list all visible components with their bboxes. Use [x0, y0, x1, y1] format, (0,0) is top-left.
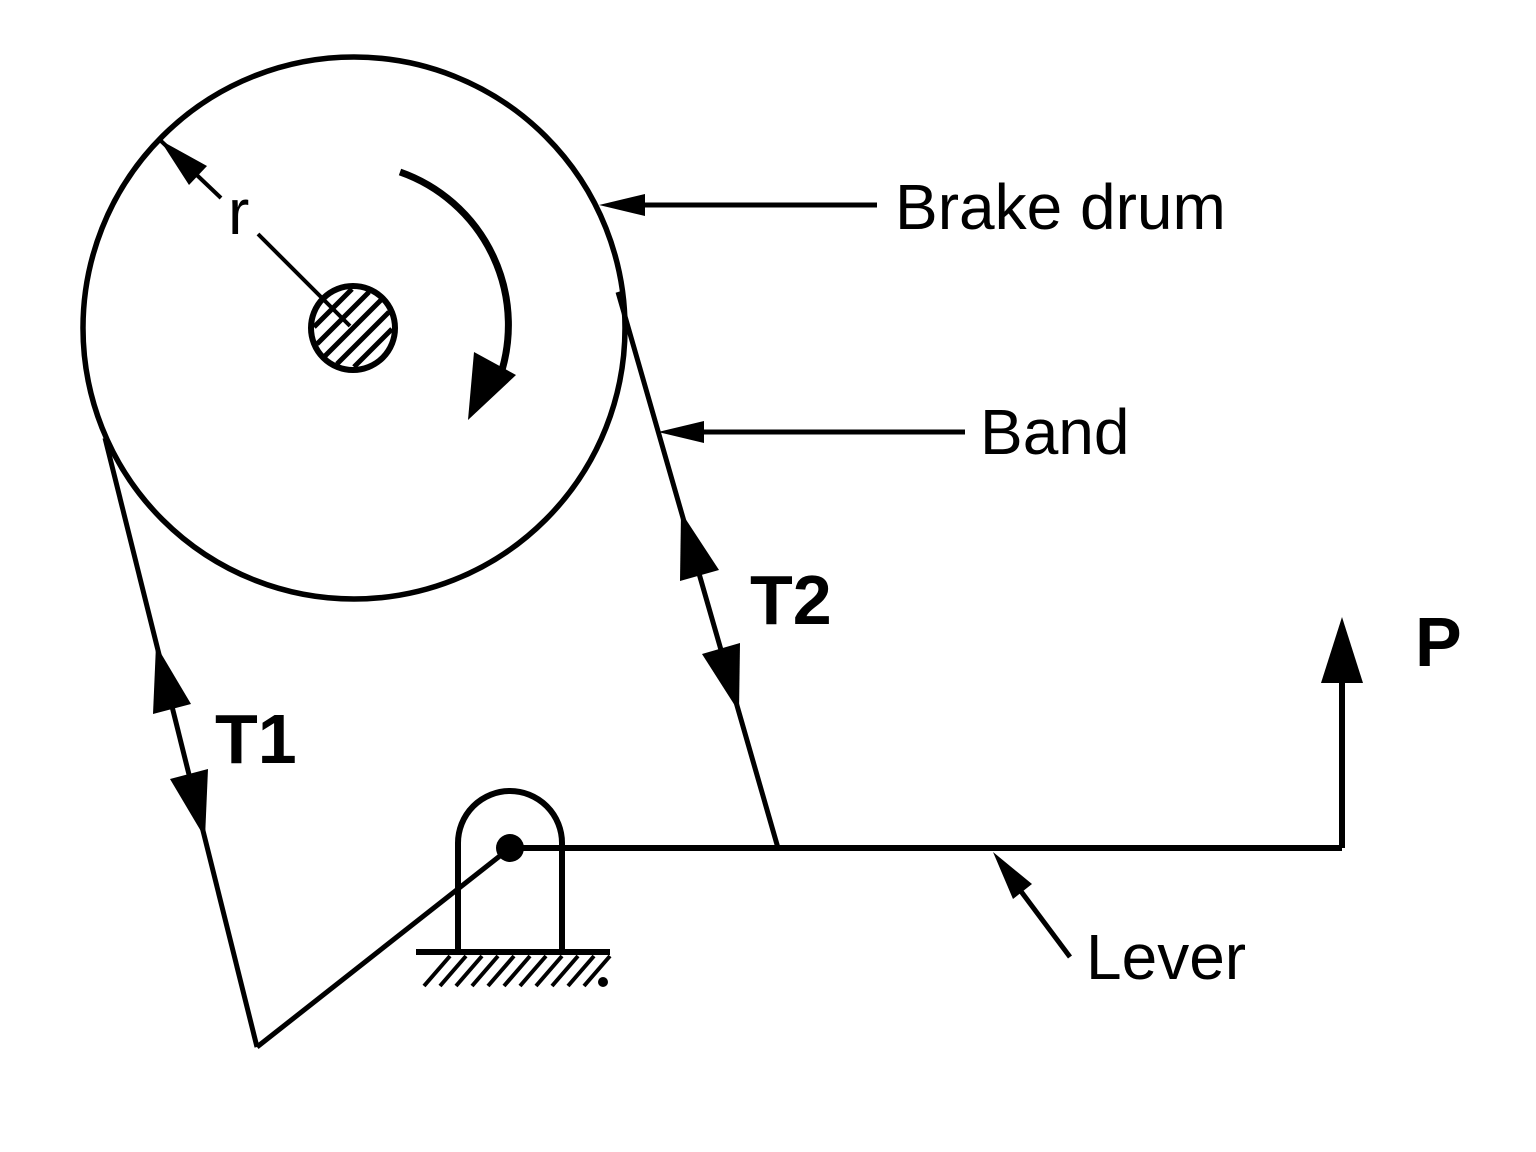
ground-dot	[598, 977, 608, 987]
lever-label: Lever	[1086, 921, 1247, 993]
pivot-pin	[496, 834, 524, 862]
t2-arrowhead-up	[680, 512, 719, 581]
pivot-support	[416, 788, 612, 988]
ground-hatch-line	[550, 954, 580, 988]
band-t1-segment	[102, 437, 260, 1048]
brake-drum-pointer	[599, 194, 877, 216]
ground-hatch-line	[534, 954, 564, 988]
brake-drum-label: Brake drum	[895, 171, 1226, 243]
lever-leader-arrowhead	[993, 852, 1032, 899]
band-left-line	[102, 437, 260, 1048]
radius-arrow	[158, 138, 352, 328]
tension-t1-label: T1	[215, 700, 297, 778]
force-p-arrow	[1321, 617, 1363, 848]
ground-hatch-line	[438, 954, 468, 988]
band-t2-segment	[615, 291, 781, 849]
tension-t2-label: T2	[750, 561, 832, 639]
t2-arrowhead-down	[702, 643, 740, 712]
hub-hatch-line	[335, 310, 391, 366]
lever-leader-line	[1017, 888, 1073, 959]
radius-label: r	[228, 176, 250, 248]
hub-hatch-line	[352, 327, 394, 369]
radius-arrowhead-icon	[160, 140, 207, 185]
t1-arrowhead-down	[170, 769, 208, 838]
band-pointer	[658, 421, 965, 443]
ground-hatch-line	[486, 954, 516, 988]
pivot-bracket	[455, 788, 565, 952]
ground-hatch-line	[518, 954, 548, 988]
rotation-arrowhead	[468, 352, 516, 420]
lever-pointer	[993, 852, 1073, 959]
force-p-label: P	[1415, 603, 1462, 681]
rotation-arrow-icon	[398, 168, 516, 420]
rotation-arc	[398, 168, 512, 384]
brake-drum-leader-arrowhead	[599, 194, 645, 216]
hub-hatch-line	[323, 298, 383, 358]
ground-hatch-line	[582, 954, 612, 988]
hub-outline	[308, 283, 398, 373]
band-leader-arrowhead	[658, 421, 704, 443]
anchor-link-line	[255, 846, 512, 1049]
force-p-arrowhead	[1321, 617, 1363, 683]
ground-hatch-pattern	[422, 954, 612, 988]
ground-hatch-line	[454, 954, 484, 988]
ground-hatch-line	[470, 954, 500, 988]
t1-arrowhead-up	[153, 645, 191, 714]
brake-drum-circle	[80, 54, 628, 602]
band-label: Band	[980, 396, 1130, 468]
radius-line-lower	[256, 232, 352, 328]
ground-hatch-line	[502, 954, 532, 988]
ground-hatch-line	[566, 954, 596, 988]
ground-hatch-line	[422, 954, 452, 988]
